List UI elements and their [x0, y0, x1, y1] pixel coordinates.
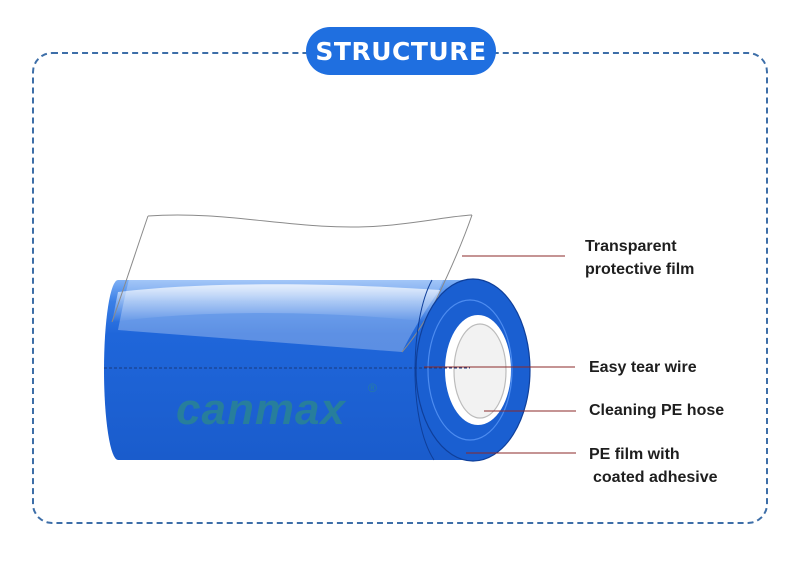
label-adhesive-line1: PE film with — [589, 446, 680, 463]
title-badge: STRUCTURE — [306, 27, 496, 75]
pe-hose — [445, 315, 511, 425]
label-wire: Easy tear wire — [589, 356, 697, 379]
label-film-line1: Transparent — [585, 238, 677, 255]
label-film: Transparent protective film — [585, 235, 694, 281]
svg-text:®: ® — [368, 381, 377, 395]
label-film-line2: protective film — [585, 261, 695, 278]
label-hose: Cleaning PE hose — [589, 399, 724, 422]
label-hose-line1: Cleaning PE hose — [589, 402, 725, 419]
label-wire-line1: Easy tear wire — [589, 359, 697, 376]
label-adhesive: PE film with coated adhesive — [589, 443, 718, 489]
canmax-logo: canmax ® — [176, 381, 377, 434]
svg-text:canmax: canmax — [176, 385, 346, 434]
label-adhesive-line2: coated adhesive — [593, 469, 718, 486]
roll-body — [104, 280, 472, 460]
transparent-film — [111, 214, 473, 353]
